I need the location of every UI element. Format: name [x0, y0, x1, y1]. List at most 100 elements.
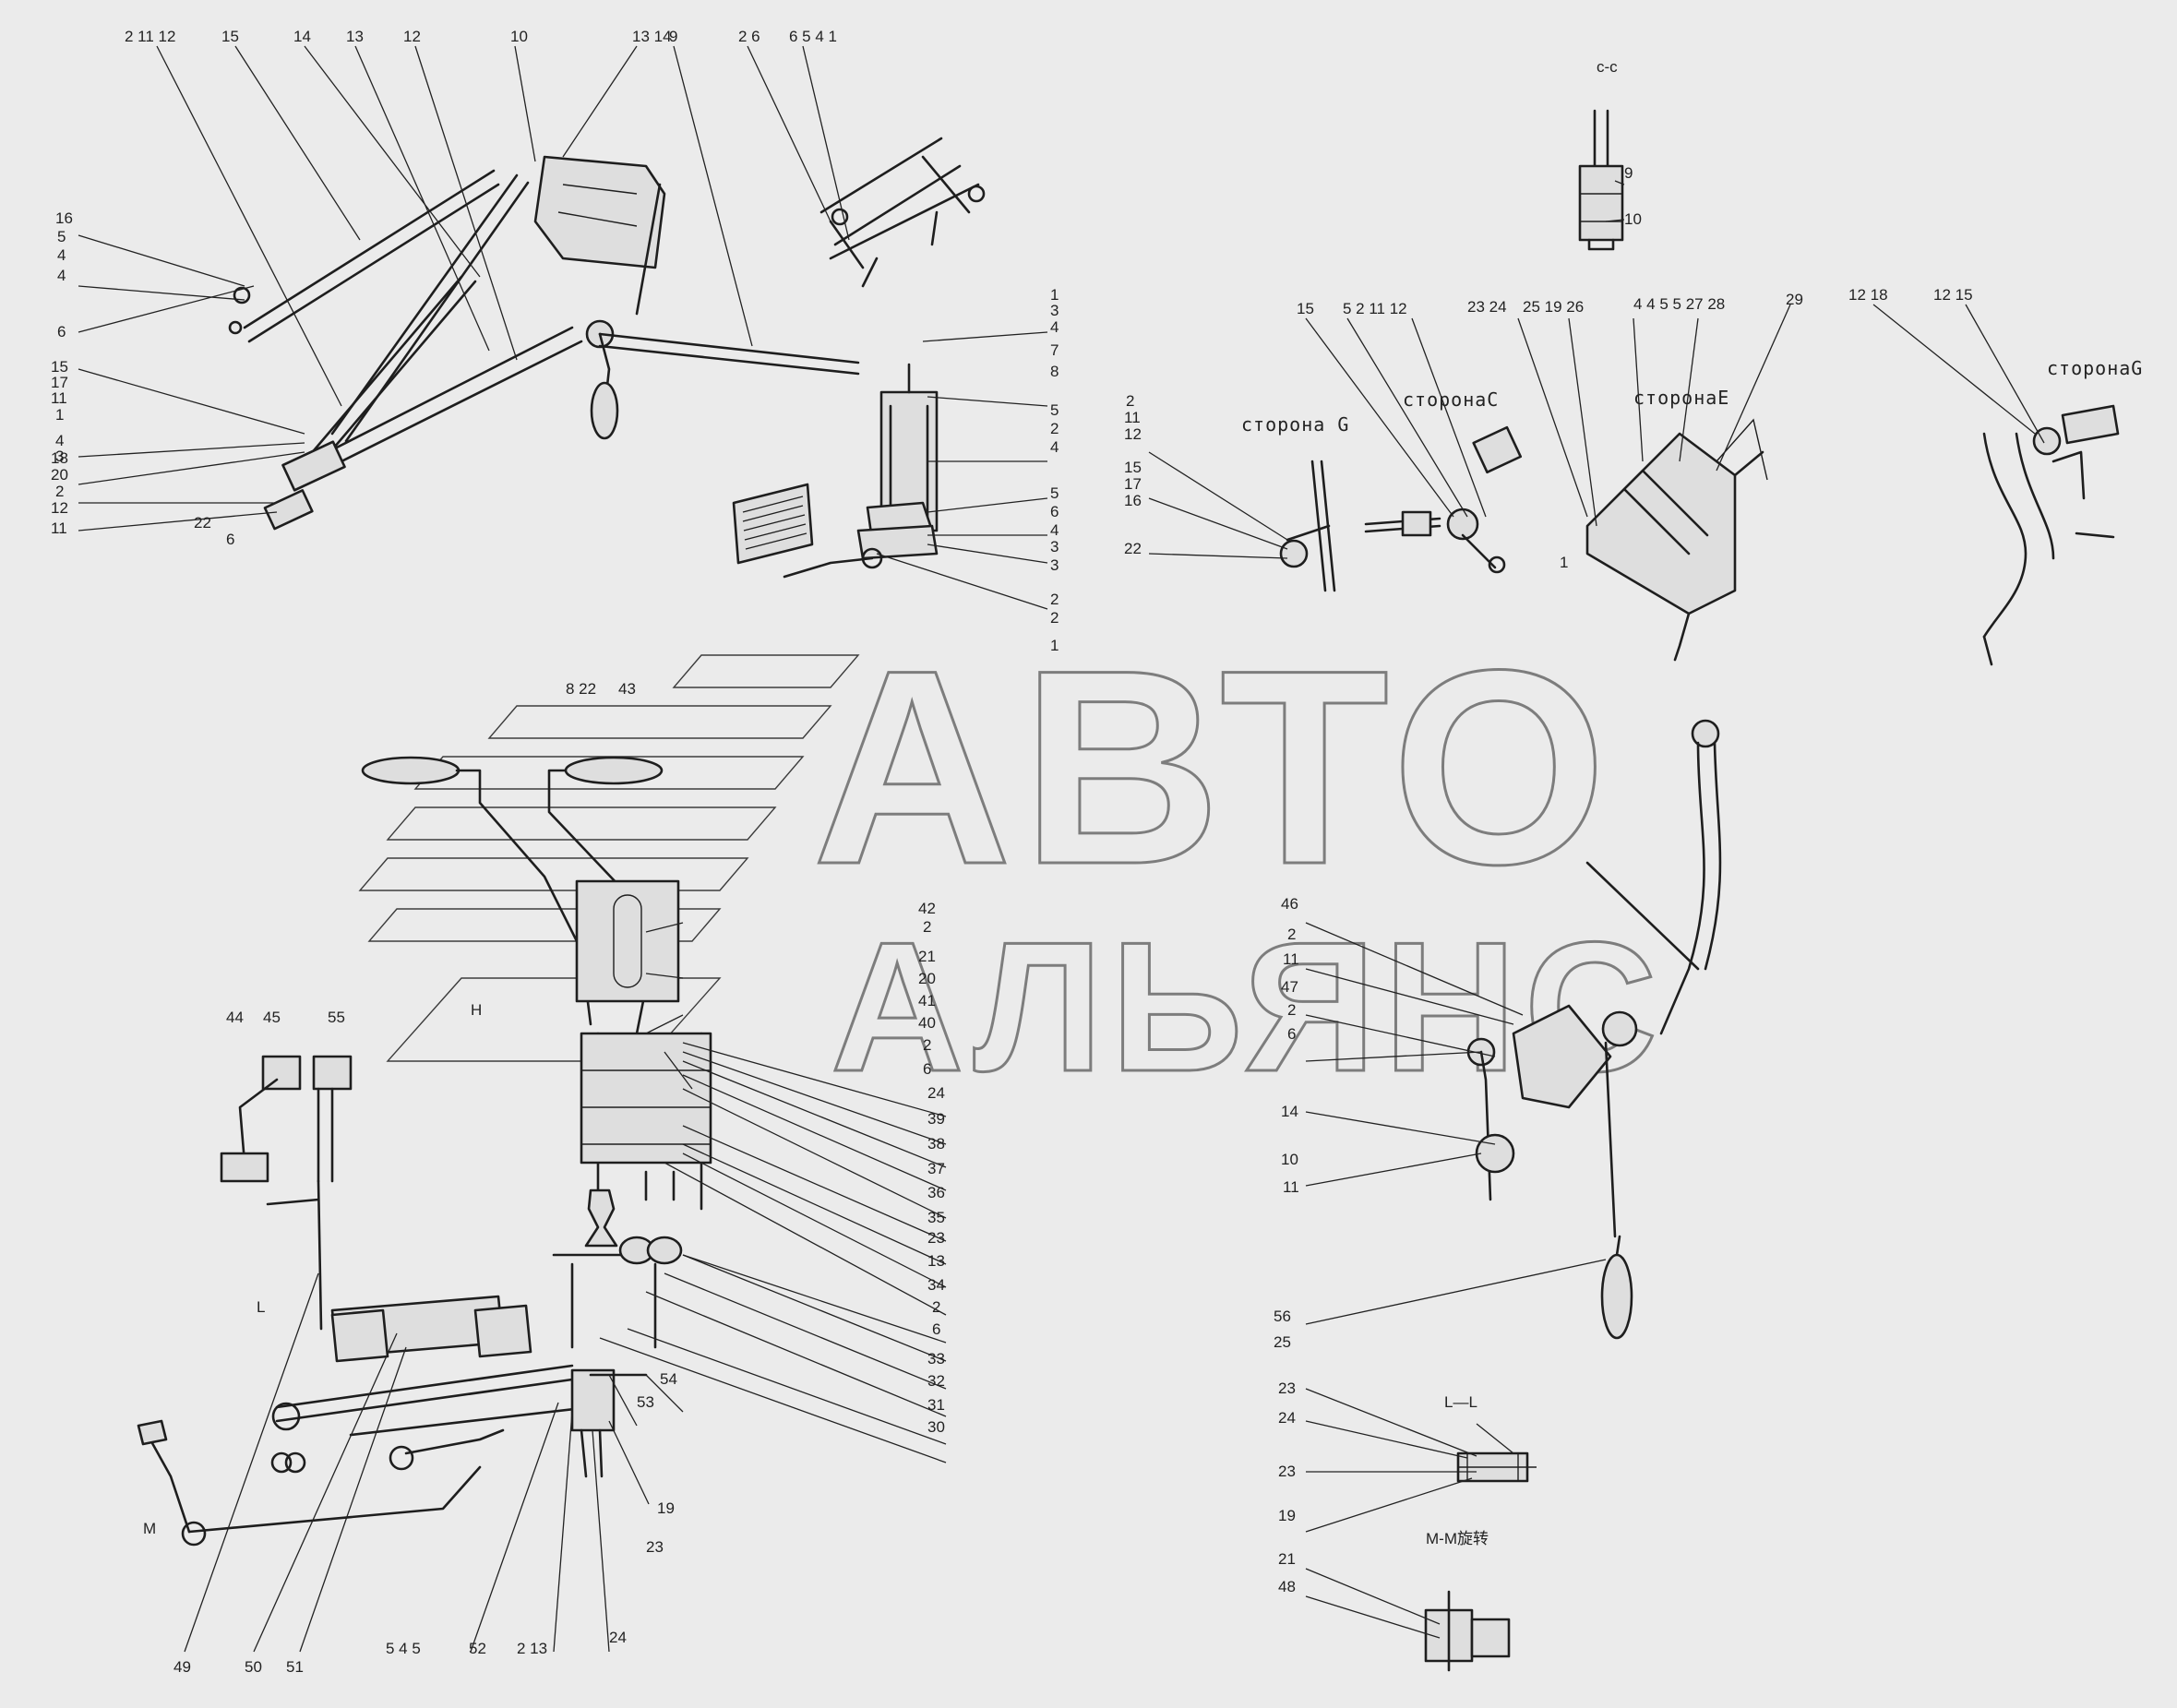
part-label: 1	[1050, 286, 1059, 304]
part-label: 23	[1278, 1380, 1296, 1397]
center-lever-assembly	[361, 756, 712, 1349]
part-label: 15	[1124, 459, 1142, 476]
part-label: 45	[263, 1009, 281, 1026]
part-label: 9	[669, 28, 677, 45]
part-label: 40	[918, 1014, 936, 1032]
part-label: 5 2 11 12	[1343, 300, 1407, 317]
part-label: 12 18	[1848, 286, 1888, 304]
part-label: 24	[1278, 1409, 1296, 1427]
part-label: 1	[1050, 637, 1059, 654]
part-label: 14	[1281, 1103, 1298, 1120]
view-m-marker: M	[143, 1520, 156, 1537]
part-label: 1	[1560, 554, 1568, 571]
part-label: 4	[1050, 521, 1059, 539]
watermark-logo: АВТО АЛЬЯНС	[358, 611, 1658, 1112]
part-label: 39	[927, 1110, 945, 1128]
part-label: 8 22	[566, 680, 596, 698]
view-side-g2-title: сторонаG	[2047, 357, 2143, 379]
part-label: 30	[927, 1418, 945, 1436]
part-label: 6 5 4 1	[789, 28, 837, 45]
part-label: 2	[932, 1298, 940, 1316]
part-label: 7	[1050, 341, 1059, 359]
part-label: 23	[927, 1229, 945, 1247]
mm-section	[1424, 1590, 1511, 1672]
part-label: 6	[226, 531, 234, 548]
part-label: 31	[927, 1396, 945, 1414]
part-label: 12 15	[1933, 286, 1973, 304]
part-label: 5	[1050, 401, 1059, 419]
part-label: 6	[932, 1320, 940, 1338]
view-mm-title: M-M旋转	[1426, 1530, 1489, 1547]
part-label: 23	[1278, 1463, 1296, 1480]
part-label: 15	[51, 358, 68, 376]
view-titles: c-c сторона G сторонаC сторонаE сторонаG…	[143, 58, 2143, 1547]
part-label: 2 6	[738, 28, 760, 45]
part-label: 3	[55, 448, 64, 465]
part-label: 4	[1050, 438, 1059, 456]
pedal-assembly	[732, 363, 939, 579]
part-label: 24	[927, 1084, 945, 1102]
part-label: 13	[927, 1252, 945, 1270]
part-label: 17	[51, 374, 68, 391]
part-label: 4	[1050, 318, 1059, 336]
part-label: 3	[1050, 302, 1059, 319]
part-label: 38	[927, 1135, 945, 1153]
part-label: 10	[1281, 1151, 1298, 1168]
part-label: 13 14	[632, 28, 672, 45]
part-label: 11	[51, 520, 67, 537]
part-label: 14	[293, 28, 311, 45]
part-label: 52	[469, 1640, 486, 1657]
part-label: 11	[1283, 950, 1299, 968]
part-label: 2 11 12	[125, 28, 175, 45]
part-label: 12	[51, 499, 68, 517]
part-label: 41	[918, 992, 936, 1009]
part-label: 36	[927, 1184, 945, 1201]
ll-section	[1456, 1451, 1537, 1483]
part-label: 5	[1050, 484, 1059, 502]
part-label: 3	[1050, 538, 1059, 555]
part-label: 2	[55, 483, 64, 500]
cc-section	[1578, 109, 1624, 251]
part-label: 5 4 5	[386, 1640, 421, 1657]
part-label: 56	[1274, 1308, 1291, 1325]
part-label: 4	[57, 246, 66, 264]
part-label: 2 13	[517, 1640, 547, 1657]
top-left-linkage-assembly	[228, 155, 860, 531]
part-label: 22	[194, 514, 211, 532]
part-label: 10	[510, 28, 528, 45]
view-cc-title: c-c	[1597, 58, 1618, 76]
part-label: 20	[918, 970, 936, 987]
part-label: 23	[646, 1538, 664, 1556]
left-lower-linkage	[137, 1055, 648, 1547]
part-label: 4 4 5 5 27 28	[1633, 295, 1725, 313]
part-label: 20	[51, 466, 68, 484]
part-label: 6	[57, 323, 66, 340]
part-label: 3	[1050, 556, 1059, 574]
part-label: 2	[923, 1036, 931, 1054]
part-label: 21	[918, 948, 936, 965]
part-label: 25	[1274, 1333, 1291, 1351]
part-label: 12	[403, 28, 421, 45]
part-label: 9	[1624, 164, 1633, 182]
part-label: 19	[657, 1499, 675, 1517]
part-label: 2	[1050, 420, 1059, 437]
part-label: 5	[57, 228, 66, 245]
part-label: 24	[609, 1629, 627, 1646]
leader-lines	[78, 45, 2045, 1653]
part-label: 2	[1050, 591, 1059, 608]
part-label: 2	[1050, 609, 1059, 627]
part-label: 18	[51, 449, 68, 467]
part-label: 42	[918, 900, 936, 917]
part-label: 10	[1624, 210, 1642, 228]
part-label: 11	[51, 389, 67, 407]
part-label: 4	[57, 267, 66, 284]
part-label: 2	[1126, 392, 1134, 410]
part-label: 15	[221, 28, 239, 45]
part-label: 16	[1124, 492, 1142, 509]
part-label: 32	[927, 1372, 945, 1390]
part-label: 2	[1287, 1001, 1296, 1019]
part-label: 54	[660, 1370, 677, 1388]
part-label: 2	[1287, 926, 1296, 943]
part-label: 55	[328, 1009, 345, 1026]
